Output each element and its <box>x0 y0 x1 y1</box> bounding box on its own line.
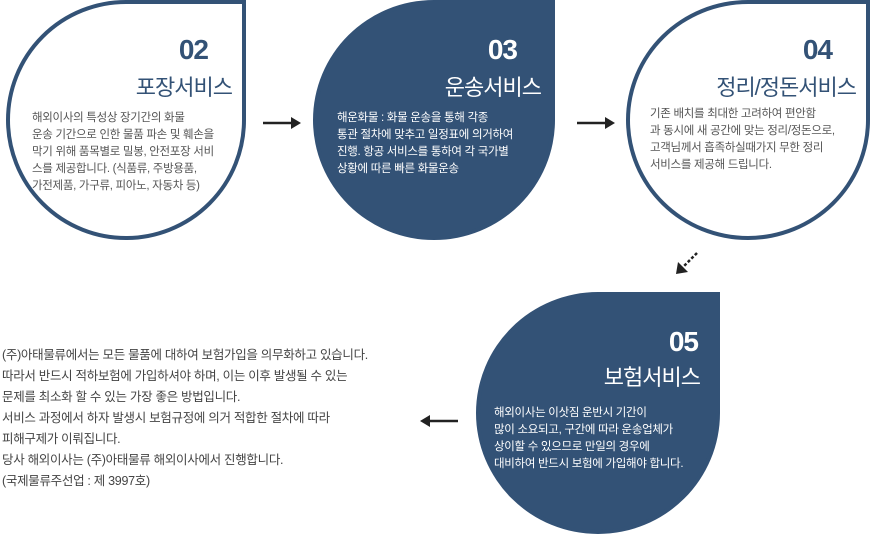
description-line: 많이 소요되고, 구간에 따라 운송업체가 <box>494 424 673 436</box>
description-line: 스를 제공합니다. (식품류, 주방용품, <box>32 163 197 175</box>
note-line: 당사 해외이사는 (주)아태물류 해외이사에서 진행합니다. <box>2 453 284 467</box>
description-line: 진행. 항공 서비스를 통하여 각 국가별 <box>337 146 509 158</box>
step-packing: 02 포장서비스 해외이사의 특성상 장기간의 화물 운송 기간으로 인한 물품… <box>6 0 246 240</box>
insurance-note: (주)아태물류에서는 모든 물품에 대하여 보험가입을 의무화하고 있습니다. … <box>2 345 368 492</box>
step-number: 04 <box>802 34 833 65</box>
step-number: 02 <box>178 34 209 65</box>
description-line: 기존 배치를 최대한 고려하여 편안함 <box>650 108 816 120</box>
arrow-right-icon <box>577 117 615 129</box>
description-line: 가전제품, 가구류, 피아노, 자동차 등) <box>32 180 200 192</box>
note-line: 따라서 반드시 적하보험에 가입하셔야 하며, 이는 이후 발생될 수 있는 <box>2 369 348 383</box>
step-description: 해외이사의 특성상 장기간의 화물 운송 기간으로 인한 물품 파손 및 훼손을… <box>32 110 214 195</box>
step-title: 보험서비스 <box>603 365 701 390</box>
step-description: 해외이사는 이삿짐 운반시 기간이 많이 소요되고, 구간에 따라 운송업체가 … <box>494 405 684 473</box>
step-description: 기존 배치를 최대한 고려하여 편안함 과 동시에 새 공간에 맞는 정리/정돈… <box>650 106 835 174</box>
description-line: 대비하여 반드시 보험에 가입해야 합니다. <box>494 458 684 470</box>
arrow-left-icon <box>420 415 458 427</box>
description-line: 막기 위해 품목별로 밀봉, 안전포장 서비 <box>32 146 214 158</box>
description-line: 해운화물 : 화물 운송을 통해 각종 <box>337 112 489 124</box>
step-shipping: 03 운송서비스 해운화물 : 화물 운송을 통해 각종 통관 절차에 맞추고 … <box>313 0 555 240</box>
step-title: 정리/정돈서비스 <box>716 75 857 100</box>
description-line: 서비스를 제공해 드립니다. <box>650 159 772 171</box>
description-line: 운송 기간으로 인한 물품 파손 및 훼손을 <box>32 129 214 141</box>
description-line: 상이할 수 있으므로 만일의 경우에 <box>494 441 650 453</box>
step-title: 운송서비스 <box>444 75 542 100</box>
description-line: 해외이사의 특성상 장기간의 화물 <box>32 112 185 124</box>
arrow-right-icon <box>263 117 301 129</box>
step-title: 포장서비스 <box>135 75 233 100</box>
note-line: 문제를 최소화 할 수 있는 가장 좋은 방법입니다. <box>2 390 241 404</box>
step-number: 03 <box>487 34 518 65</box>
note-line: 서비스 과정에서 하자 발생시 보험규정에 의거 적합한 절차에 따라 <box>2 411 330 425</box>
note-line: (주)아태물류에서는 모든 물품에 대하여 보험가입을 의무화하고 있습니다. <box>2 348 368 362</box>
note-line: (국제물류주선업 : 제 3997호) <box>2 474 150 488</box>
arrow-down-left-icon <box>676 252 698 274</box>
step-description: 해운화물 : 화물 운송을 통해 각종 통관 절차에 맞추고 일정표에 의거하여… <box>337 110 513 178</box>
description-line: 과 동시에 새 공간에 맞는 정리/정돈으로, <box>650 125 835 137</box>
description-line: 상황에 따른 빠른 화물운송 <box>337 163 459 175</box>
step-organizing: 04 정리/정돈서비스 기존 배치를 최대한 고려하여 편안함 과 동시에 새 … <box>626 0 870 240</box>
description-line: 해외이사는 이삿짐 운반시 기간이 <box>494 407 647 419</box>
note-line: 피해구제가 이뤄집니다. <box>2 432 121 446</box>
description-line: 통관 절차에 맞추고 일정표에 의거하여 <box>337 129 514 141</box>
step-insurance: 05 보험서비스 해외이사는 이삿짐 운반시 기간이 많이 소요되고, 구간에 … <box>476 292 720 534</box>
description-line: 고객님께서 흡족하실때가지 무한 정리 <box>650 142 824 154</box>
step-number: 05 <box>668 326 699 357</box>
